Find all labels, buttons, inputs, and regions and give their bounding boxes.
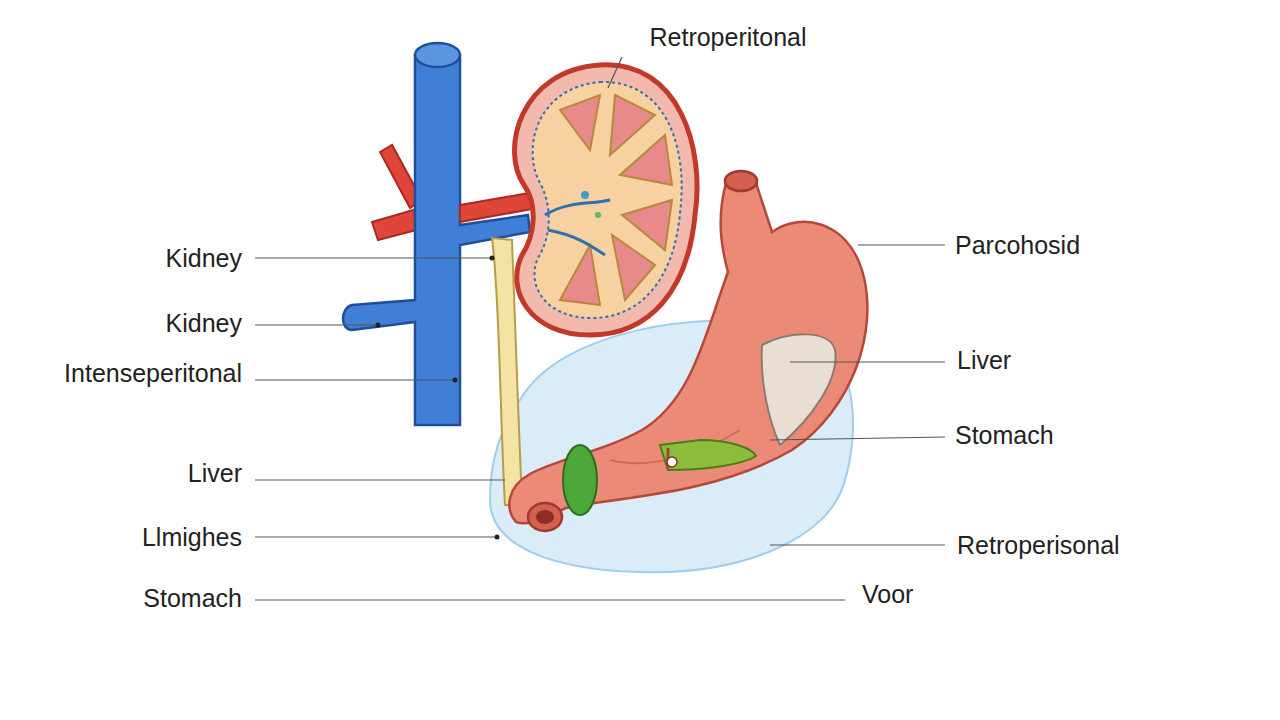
kidney <box>514 65 697 335</box>
part-label: Liver <box>957 345 1011 375</box>
kidney-detail <box>595 212 601 218</box>
part-label: Retroperisonal <box>957 530 1120 560</box>
part-label: Voor <box>862 579 913 609</box>
esophagus-opening <box>725 171 757 191</box>
organ-patch <box>762 334 836 445</box>
leader-line <box>770 544 945 545</box>
part-label: Liver <box>188 458 242 488</box>
leader-dot <box>376 323 381 328</box>
duct-opening <box>667 457 677 467</box>
leader-dot <box>490 256 495 261</box>
leader-line <box>255 257 495 258</box>
vein-opening <box>415 43 460 67</box>
part-label: Parcohosid <box>955 230 1080 260</box>
leader-line <box>255 536 497 537</box>
leader-line <box>608 57 622 88</box>
part-label: Kidney <box>166 243 242 273</box>
leader-dots <box>376 256 500 540</box>
pancreas <box>660 440 756 470</box>
renal-pyramids <box>560 95 672 305</box>
leader-line <box>770 437 945 440</box>
part-label: Intenseperitonal <box>64 358 242 388</box>
leader-line <box>255 479 505 480</box>
leader-line <box>255 379 455 380</box>
renal-pelvis <box>545 200 610 255</box>
leader-line <box>790 361 945 362</box>
part-label: Kidney <box>166 308 242 338</box>
pylorus-lumen <box>536 510 554 524</box>
leader-lines <box>255 57 945 600</box>
part-label: Stomach <box>955 420 1054 450</box>
part-label: Llmighes <box>142 522 242 552</box>
renal-pyramid <box>560 95 600 150</box>
renal-pyramid <box>622 200 672 250</box>
gallbladder <box>563 445 597 515</box>
renal-pyramid <box>610 95 655 155</box>
part-label: Retroperitonal <box>649 22 806 52</box>
leader-dot <box>453 378 458 383</box>
stomach <box>509 183 867 523</box>
kidney-cortex <box>533 82 682 318</box>
leader-line <box>255 324 378 325</box>
renal-pyramid <box>560 245 600 305</box>
renal-pyramid <box>612 235 655 300</box>
part-label: Stomach <box>143 583 242 613</box>
renal-artery <box>460 192 538 222</box>
renal-pyramid <box>620 135 672 185</box>
leader-line <box>255 599 845 600</box>
kidney-detail <box>581 191 589 199</box>
leader-line <box>858 244 945 245</box>
pylorus-opening <box>528 503 562 531</box>
leader-dot <box>495 535 500 540</box>
